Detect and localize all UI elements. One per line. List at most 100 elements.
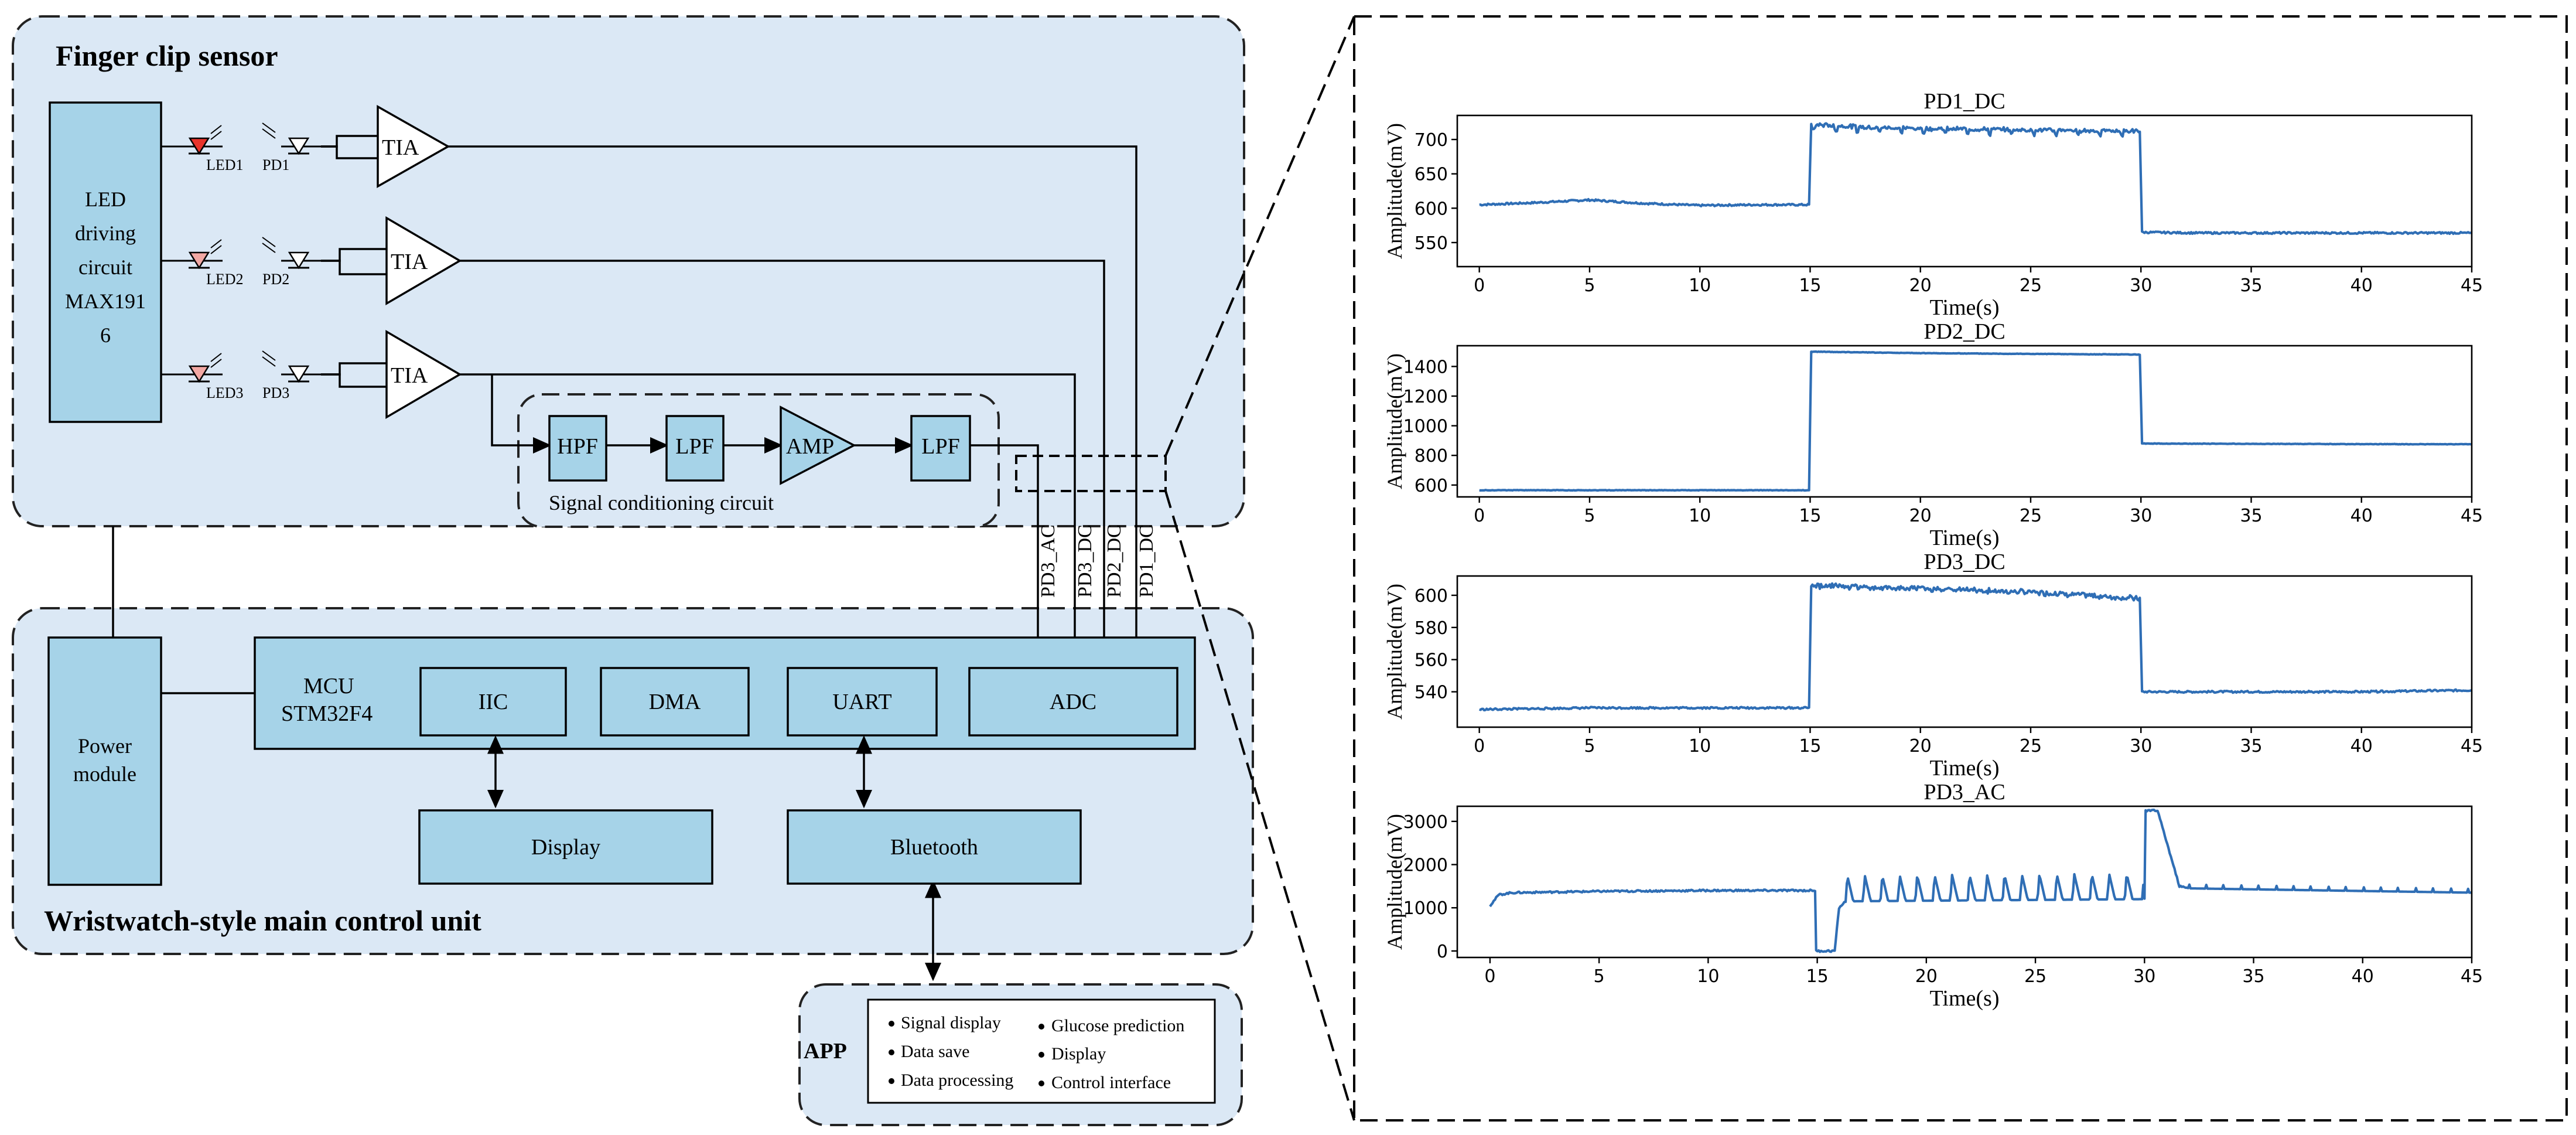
- series-line: [1489, 809, 2472, 953]
- app-item: Glucose prediction: [1051, 1016, 1184, 1035]
- zoom-region: [1015, 455, 1167, 492]
- chart-title: PD1_DC: [1924, 89, 2005, 114]
- x-tick-label: 35: [2240, 506, 2262, 526]
- lpf-label: LPF: [675, 434, 713, 459]
- y-tick-label: 560: [1415, 650, 1448, 671]
- power-module-block: [47, 636, 162, 886]
- y-axis-label: Amplitude(mV): [1383, 584, 1406, 720]
- x-tick-label: 10: [1689, 506, 1711, 526]
- y-tick-label: 600: [1415, 199, 1448, 219]
- y-tick-label: 580: [1415, 618, 1448, 639]
- series-line: [1479, 122, 2472, 236]
- x-tick-label: 0: [1484, 966, 1495, 987]
- adc-label: ADC: [1050, 690, 1096, 714]
- y-tick-label: 800: [1415, 446, 1448, 466]
- lpf-block: [665, 415, 725, 482]
- x-tick-label: 45: [2461, 966, 2483, 987]
- power-module-label: Power: [78, 734, 132, 758]
- tia-label: TIA: [391, 250, 428, 274]
- amp-label: AMP: [786, 434, 834, 459]
- x-tick-label: 40: [2352, 966, 2374, 987]
- x-tick-label: 0: [1474, 736, 1485, 756]
- x-tick-label: 10: [1689, 275, 1711, 296]
- display-block: [418, 809, 713, 885]
- x-tick-label: 20: [1909, 736, 1932, 756]
- led-label: LED3: [206, 384, 244, 401]
- led-driver-line: driving: [75, 221, 136, 245]
- app-item: Signal display: [901, 1013, 1001, 1032]
- x-tick-label: 5: [1584, 506, 1595, 526]
- app-item: Control interface: [1051, 1073, 1171, 1092]
- iic-block: [419, 667, 567, 737]
- x-tick-label: 10: [1697, 966, 1719, 987]
- y-tick-label: 600: [1415, 476, 1448, 496]
- led-driver-block: [49, 101, 162, 423]
- x-tick-label: 5: [1594, 966, 1605, 987]
- app-item: Display: [1051, 1044, 1106, 1064]
- x-tick-label: 0: [1474, 275, 1485, 296]
- app-item: Data save: [901, 1042, 969, 1061]
- dma-block: [600, 667, 750, 737]
- pd-label: PD3: [262, 384, 289, 401]
- chart-title: PD2_DC: [1924, 319, 2005, 344]
- tia-amplifier: [385, 216, 462, 306]
- x-axis-label: Time(s): [1930, 526, 2000, 550]
- x-tick-label: 25: [2020, 736, 2042, 756]
- x-tick-label: 25: [2024, 966, 2047, 987]
- y-tick-label: 0: [1437, 942, 1448, 962]
- pd-label: PD2: [262, 271, 289, 288]
- waveform-panel: [1353, 15, 2568, 1122]
- led-label: LED2: [206, 271, 244, 288]
- led-label: LED1: [206, 156, 244, 173]
- tia-amplifier: [385, 329, 462, 420]
- hpf-label: HPF: [557, 434, 598, 459]
- power-module-label: module: [73, 762, 136, 786]
- x-tick-label: 5: [1584, 275, 1595, 296]
- tia-label: TIA: [391, 363, 428, 388]
- display-label: Display: [531, 835, 600, 860]
- series-line: [1479, 582, 2472, 712]
- bluetooth-label: Bluetooth: [890, 835, 978, 860]
- x-tick-label: 30: [2130, 506, 2152, 526]
- chart-title: PD3_AC: [1924, 780, 2005, 805]
- x-tick-label: 35: [2242, 966, 2264, 987]
- x-axis-label: Time(s): [1930, 295, 2000, 320]
- y-axis-label: Amplitude(mV): [1383, 814, 1406, 950]
- x-tick-label: 45: [2461, 275, 2483, 296]
- x-tick-label: 35: [2240, 275, 2262, 296]
- led-driver-line: 6: [100, 323, 111, 347]
- x-tick-label: 35: [2240, 736, 2262, 756]
- y-tick-label: 540: [1415, 683, 1448, 703]
- photodiode-icon: [288, 365, 310, 383]
- pd-label: PD1: [262, 156, 289, 173]
- x-tick-label: 40: [2350, 736, 2373, 756]
- bluetooth-block: [787, 809, 1082, 885]
- x-tick-label: 0: [1474, 506, 1485, 526]
- signal-label: PD2_DC: [1103, 524, 1125, 598]
- iic-label: IIC: [479, 690, 508, 714]
- y-axis-label: Amplitude(mV): [1383, 353, 1406, 489]
- led-driver-line: LED: [85, 188, 126, 211]
- mcu-label: MCU: [303, 674, 354, 698]
- x-tick-label: 40: [2350, 275, 2373, 296]
- app-item: Data processing: [901, 1071, 1013, 1090]
- chart-title: PD3_DC: [1924, 550, 2005, 574]
- x-tick-label: 20: [1909, 506, 1932, 526]
- x-tick-label: 30: [2133, 966, 2155, 987]
- led-driver-line: MAX191: [65, 289, 146, 313]
- y-tick-label: 2000: [1403, 855, 1448, 876]
- x-tick-label: 5: [1584, 736, 1595, 756]
- adc-block: [968, 667, 1178, 737]
- amp-block: [780, 405, 856, 485]
- y-tick-label: 550: [1415, 233, 1448, 254]
- signal-label: PD3_AC: [1037, 524, 1059, 598]
- signal-conditioning-panel: [517, 393, 1000, 528]
- photodiode-icon: [288, 137, 310, 155]
- y-tick-label: 650: [1415, 165, 1448, 185]
- lpf2-label: LPF: [921, 434, 959, 459]
- x-tick-label: 30: [2130, 275, 2152, 296]
- finger-clip-title: Finger clip sensor: [56, 39, 278, 72]
